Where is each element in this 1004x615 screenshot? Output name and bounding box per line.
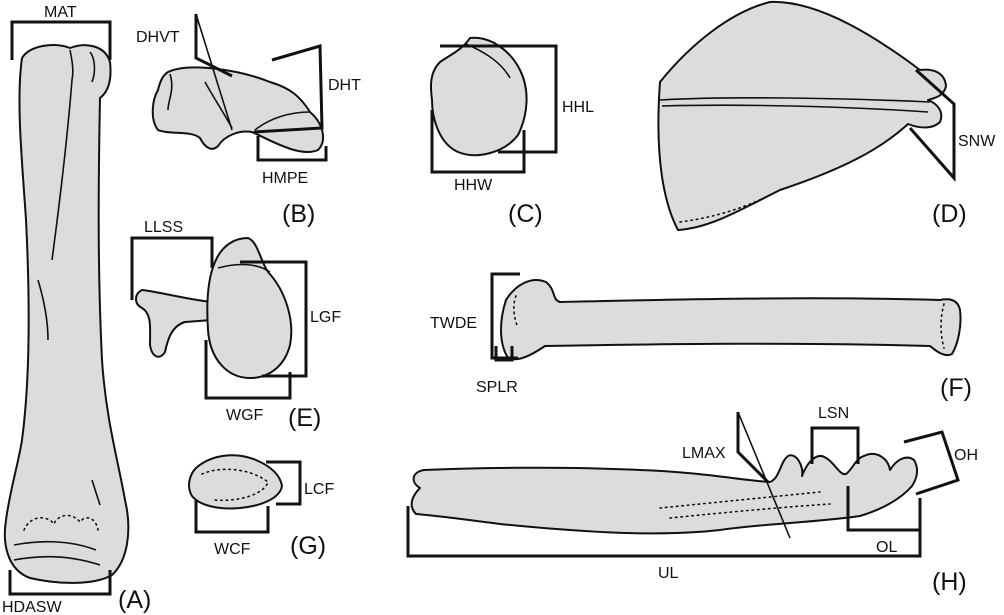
label-ol: OL: [876, 539, 897, 556]
hhw-bracket: [430, 110, 526, 174]
hdasw-bracket: [8, 570, 112, 596]
twde-bracket: [490, 272, 520, 360]
label-lcf: LCF: [304, 481, 334, 498]
ol-bracket: [846, 486, 922, 532]
scapula-neck-bone: [135, 289, 213, 358]
panel-h: LMAX LSN OH OL UL (H): [406, 405, 978, 596]
hhl-bracket: [440, 44, 558, 154]
mat-bracket: [10, 20, 112, 60]
label-wcf: WCF: [214, 541, 251, 558]
glenoid-bone: [206, 237, 293, 379]
panel-e: LLSS LGF WGF (E): [130, 219, 341, 432]
label-twde: TWDE: [430, 315, 477, 332]
panel-label-a: (A): [118, 586, 151, 614]
panel-b: DHVT DHT HMPE (B): [136, 13, 361, 228]
label-hdasw: HDASW: [2, 599, 62, 615]
lcf-bracket: [266, 460, 302, 506]
condyle-bone: [188, 454, 283, 510]
label-ul: UL: [658, 565, 679, 582]
label-hmpe: HMPE: [262, 170, 308, 187]
label-dhvt: DHVT: [136, 29, 180, 46]
label-dht: DHT: [328, 77, 361, 94]
dht-bracket: [253, 44, 324, 134]
label-hhl: HHL: [562, 99, 594, 116]
panel-c: HHL HHW (C): [430, 36, 594, 228]
ul-bracket: [406, 506, 922, 558]
panel-label-c: (C): [508, 200, 543, 228]
splr-bracket: [494, 346, 514, 362]
oh-bracket: [903, 430, 960, 496]
panel-label-d: (D): [932, 200, 967, 228]
panel-label-f: (F): [940, 374, 972, 402]
panel-a-humerus: MAT HDASW (A): [2, 4, 151, 615]
panel-label-e: (E): [288, 404, 321, 432]
lgf-bracket: [240, 260, 308, 378]
label-lsn: LSN: [818, 405, 849, 422]
label-mat: MAT: [44, 4, 77, 21]
lsn-bracket: [810, 426, 860, 464]
scapula-bone: [657, 0, 947, 231]
label-lmax: LMAX: [682, 445, 726, 462]
wgf-bracket: [204, 340, 292, 400]
panel-f: TWDE SPLR (F): [430, 272, 972, 402]
distal-humerus-bone: [151, 66, 325, 153]
llss-bracket: [130, 236, 214, 300]
label-lgf: LGF: [310, 309, 341, 326]
label-llss: LLSS: [144, 219, 183, 236]
panel-label-h: (H): [932, 568, 967, 596]
humeral-head-bone: [430, 36, 528, 157]
ulna-bone: [410, 452, 919, 535]
panel-label-g: (G): [290, 532, 326, 560]
snw-bracket: [908, 68, 956, 182]
panel-g: LCF WCF (G): [188, 454, 334, 560]
hmpe-bracket: [256, 136, 328, 162]
lmax-bracket: [736, 412, 770, 484]
radius-bone: [500, 279, 962, 361]
panel-label-b: (B): [282, 200, 315, 228]
dhvt-bracket: [194, 14, 233, 78]
humerus-bone: [3, 44, 130, 584]
panel-d: SNW (D): [657, 0, 996, 231]
wcf-bracket: [194, 500, 270, 534]
label-wgf: WGF: [226, 407, 264, 424]
label-snw: SNW: [958, 133, 996, 150]
label-splr: SPLR: [476, 379, 518, 396]
label-oh: OH: [954, 447, 978, 464]
label-hhw: HHW: [454, 177, 493, 194]
